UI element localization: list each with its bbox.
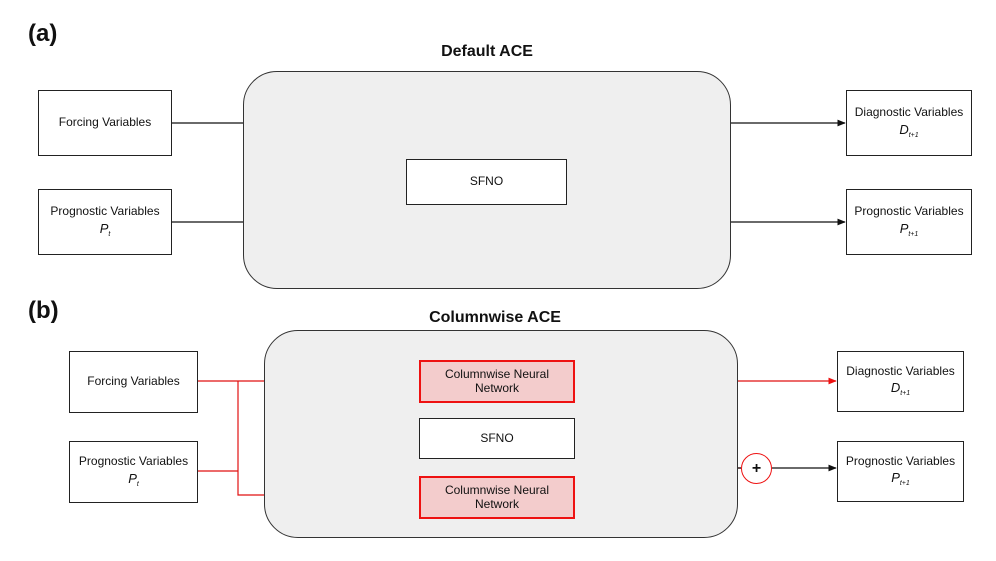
sfno-label: SFNO [469, 174, 504, 189]
plus-icon: + [751, 459, 762, 477]
forcing-variables-box: Forcing Variables [69, 351, 198, 413]
prognostic-variables-label: Prognostic Variables [50, 204, 160, 219]
columnwise-neural-network-label: Columnwise Neural Network [444, 482, 550, 511]
panel-a-title: Default ACE [441, 43, 533, 60]
sfno-label: SFNO [480, 430, 514, 445]
prognostic-symbol: Pt [99, 220, 111, 238]
prognostic-variables-output-box: Prognostic Variables Pt+1 [837, 441, 964, 502]
prognostic-variables-output-box: Prognostic Variables Pt+1 [846, 189, 972, 255]
columnwise-neural-network-label: Columnwise Neural Network [444, 366, 550, 395]
forcing-variables-label: Forcing Variables [58, 115, 152, 130]
prognostic-variables-input-box: Prognostic Variables Pt [38, 189, 172, 255]
prognostic-variables-label: Prognostic Variables [845, 453, 956, 468]
prognostic-variables-input-box: Prognostic Variables Pt [69, 441, 198, 503]
forcing-variables-label: Forcing Variables [87, 374, 180, 389]
panel-b-label: (b) [28, 297, 59, 324]
forcing-variables-box: Forcing Variables [38, 90, 172, 156]
columnwise-neural-network-bottom-box: Columnwise Neural Network [419, 476, 575, 519]
panel-b-title: Columnwise ACE [429, 309, 561, 326]
diagnostic-variables-label: Diagnostic Variables [854, 105, 964, 120]
panel-a-label: (a) [28, 20, 58, 47]
columnwise-neural-network-top-box: Columnwise Neural Network [419, 360, 575, 403]
sum-operator: + [741, 453, 772, 484]
prognostic-symbol: Pt [128, 470, 139, 488]
prognostic-symbol: Pt+1 [899, 220, 919, 238]
prognostic-symbol: Pt+1 [891, 470, 910, 488]
diagnostic-variables-label: Diagnostic Variables [846, 363, 955, 378]
diagnostic-symbol: Dt+1 [890, 380, 911, 398]
sfno-box: SFNO [419, 418, 575, 459]
prognostic-variables-label: Prognostic Variables [78, 454, 189, 469]
diagnostic-symbol: Dt+1 [899, 121, 919, 139]
diagnostic-variables-output-box: Diagnostic Variables Dt+1 [846, 90, 972, 156]
prognostic-variables-label: Prognostic Variables [854, 204, 964, 219]
diagnostic-variables-output-box: Diagnostic Variables Dt+1 [837, 351, 964, 412]
sfno-box: SFNO [406, 159, 567, 205]
